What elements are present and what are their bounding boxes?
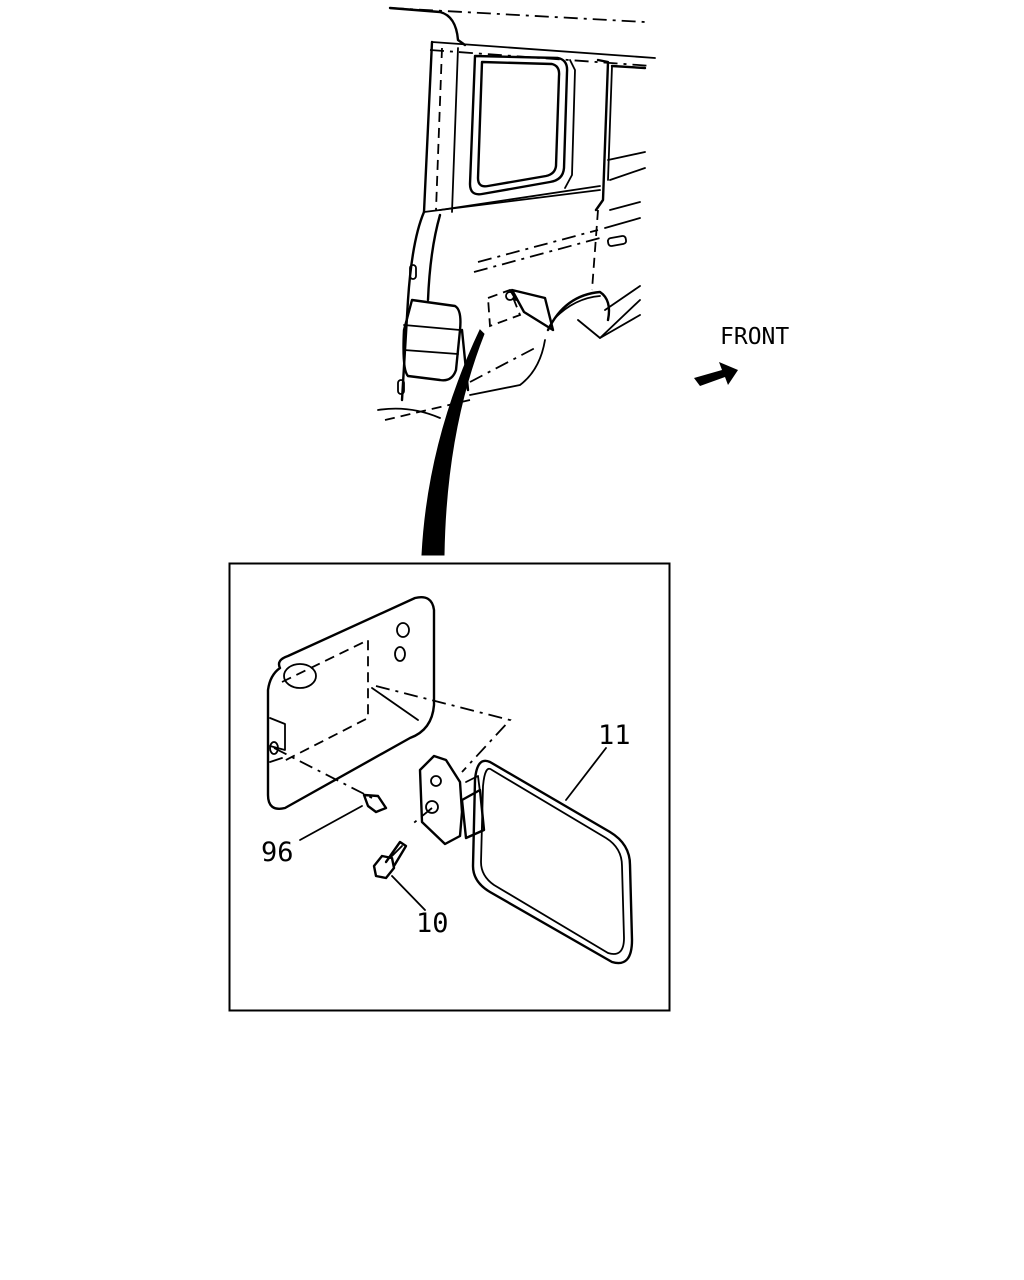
vehicle-rear-view xyxy=(377,6,656,556)
fuel-lid xyxy=(471,759,634,965)
callout-96: 96 xyxy=(261,837,294,868)
detail-view: 11 96 10 xyxy=(228,562,671,1012)
front-label: FRONT xyxy=(720,324,789,350)
callout-leader-11 xyxy=(565,747,607,801)
callout-10: 10 xyxy=(416,908,449,939)
detail-leader-wedge xyxy=(421,329,485,556)
detail-frame xyxy=(228,562,671,1012)
front-arrow-icon xyxy=(694,362,738,386)
front-direction-indicator: FRONT xyxy=(694,324,789,386)
fuel-filler-pocket xyxy=(266,596,436,810)
callout-leader-96 xyxy=(299,805,363,841)
bolt-part xyxy=(372,840,408,880)
callout-11: 11 xyxy=(598,720,631,751)
callout-leader-10 xyxy=(391,875,426,911)
clip-part xyxy=(362,793,388,814)
